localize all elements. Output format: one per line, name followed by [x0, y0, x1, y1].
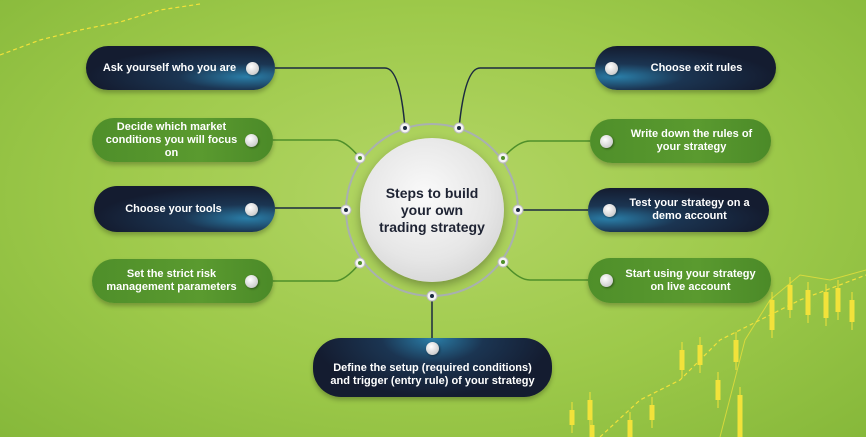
step-choose-tools: Choose your tools: [94, 186, 275, 232]
knob-icon: [600, 274, 613, 287]
step-label: Start using your strategy on live accoun…: [625, 267, 756, 293]
knob-icon: [245, 133, 258, 147]
candle-body: [679, 350, 685, 370]
step-label: Define the setup (required conditions) a…: [330, 361, 535, 387]
step-live-account: Start using your strategy on live accoun…: [588, 258, 771, 303]
knob-icon: [605, 61, 618, 75]
step-label: Decide which market conditions you will …: [105, 120, 238, 159]
knob-icon: [426, 342, 439, 355]
knob-icon: [246, 61, 259, 75]
candle-body: [649, 405, 655, 420]
step-exit-rules: Choose exit rules: [595, 46, 776, 90]
candle-body: [849, 300, 855, 322]
candle-body: [569, 410, 575, 425]
ring-nodes: [340, 122, 524, 302]
candle-body: [627, 420, 633, 437]
knob-icon: [603, 203, 616, 217]
step-label: Test your strategy on a demo account: [629, 197, 750, 222]
diagram-title: Steps to build your own trading strategy: [379, 184, 485, 235]
step-label: Set the strict risk management parameter…: [106, 268, 237, 293]
candle-body: [589, 425, 595, 437]
candle-body: [587, 400, 593, 420]
candle-body: [769, 300, 775, 330]
step-label: Ask yourself who you are: [102, 61, 237, 74]
step-label: Choose your tools: [125, 202, 222, 215]
center-title-circle: Steps to build your own trading strategy: [360, 138, 504, 282]
step-write-rules: Write down the rules of your strategy: [590, 119, 771, 163]
step-label: Choose exit rules: [650, 61, 743, 74]
candle-body: [697, 345, 703, 365]
candle-body: [787, 285, 793, 310]
dashed-trend-line: [0, 3, 866, 437]
candle-body: [823, 292, 829, 318]
knob-icon: [600, 134, 613, 148]
knob-icon: [245, 202, 258, 216]
candle-body: [805, 290, 811, 315]
candle-body: [737, 395, 743, 437]
candle-body: [835, 288, 841, 312]
candle-body: [715, 380, 721, 400]
step-test-demo: Test your strategy on a demo account: [588, 188, 769, 232]
candle-body: [733, 340, 739, 362]
knob-icon: [245, 274, 258, 288]
step-define-setup: Define the setup (required conditions) a…: [313, 338, 552, 397]
candlestick-decoration: [569, 277, 855, 437]
step-ask-yourself: Ask yourself who you are: [86, 46, 275, 90]
step-risk-management: Set the strict risk management parameter…: [92, 259, 273, 303]
step-market-conditions: Decide which market conditions you will …: [92, 118, 273, 162]
step-label: Write down the rules of your strategy: [630, 128, 753, 153]
